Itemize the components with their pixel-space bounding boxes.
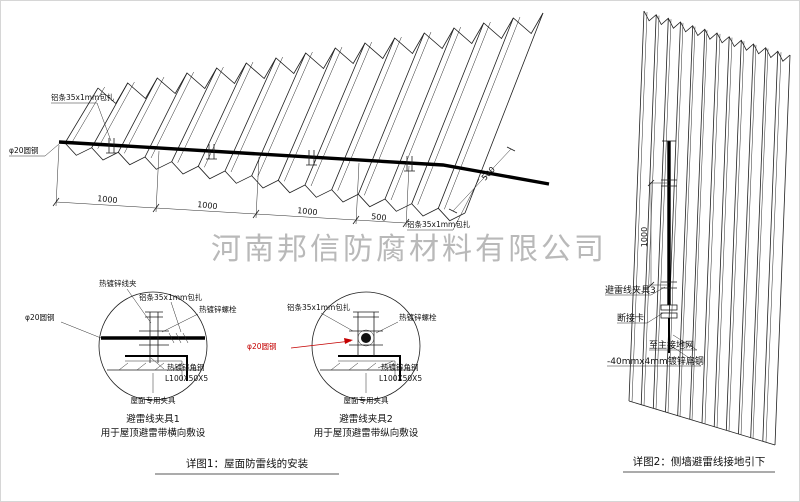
dim-1000-2: 1000	[197, 200, 218, 211]
wall-leaders	[605, 286, 702, 367]
caption-detail2: 详图2：侧墙避雷线接地引下	[633, 455, 766, 468]
dimension-extension-lines	[55, 144, 410, 228]
label-round-steel: φ20圆钢	[9, 145, 39, 155]
wall-dim-1000: 1000	[640, 227, 649, 247]
roof-front-profile-zigzag	[64, 142, 466, 222]
lightning-wire	[58, 140, 550, 186]
detail-2-circle	[311, 291, 421, 401]
detail2-wrap-ring	[357, 329, 375, 347]
dim-500-1: 500	[371, 212, 387, 223]
detail2-angle-steel	[338, 355, 401, 381]
label-aluminum-strip-top: 铝条35x1mm包扎	[51, 92, 115, 102]
detail1-subtitle: 用于屋顶避雷带横向敷设	[101, 427, 206, 439]
dimension-ticks	[52, 197, 410, 228]
dimension-line	[55, 201, 407, 224]
detail2-bolt-and-clamp	[349, 311, 383, 356]
label-disconnect-link: 断接卡	[617, 312, 644, 324]
label-galvanized-wire-clip: 热镀锌线夹	[99, 278, 137, 288]
label-galvanized-bolt-d1: 热镀锌螺栓	[199, 304, 237, 314]
detail2-title: 避雷线夹具2	[339, 413, 393, 425]
label-angle-steel-d1: 热镀锌角钢	[167, 362, 205, 372]
detail2-hatching	[330, 362, 395, 371]
label-round-steel-d1: φ20圆钢	[25, 312, 55, 322]
wall-bottom-edge	[628, 400, 776, 446]
label-roof-fixture-d2: 屋面专用夹具	[344, 395, 389, 405]
captions: 详图1：屋面防雷线的安装 详图2：侧墙避雷线接地引下	[155, 455, 775, 475]
label-aluminum-strip-d1: 铝条35x1mm包扎	[139, 292, 203, 302]
dim-1000-3: 1000	[297, 206, 318, 217]
roof-axonometric-view: 1000 1000 1000 500 500 铝条35x1mm包扎 φ20圆钢 …	[9, 12, 550, 231]
wall-corrugation-rib-pairs	[631, 11, 782, 443]
detail2-angle-steel-inner	[338, 360, 396, 381]
label-galvanized-bolt-d2: 热镀锌螺栓	[399, 312, 437, 322]
label-aluminum-strip-right: 铝条35x1mm包扎	[407, 219, 471, 229]
detail1-title: 避雷线夹具1	[126, 413, 180, 425]
leader-al-right	[407, 178, 480, 231]
detail2-leaders	[290, 312, 399, 393]
detail1-angle-steel-inner	[125, 360, 183, 381]
detail-circle-1: 热镀锌线夹 铝条35x1mm包扎 热镀锌螺栓 φ20圆钢 热镀锌角钢 L100X…	[25, 278, 237, 439]
label-roof-fixture-d1: 屋面专用夹具	[131, 395, 176, 405]
detail2-red-arrowhead	[344, 338, 353, 344]
caption-detail1: 详图1：屋面防雷线的安装	[186, 457, 309, 470]
roof-leader-lines	[9, 102, 480, 231]
leader-round-steel	[9, 143, 60, 157]
detail-1-circle	[98, 291, 208, 401]
detail1-hatching	[118, 362, 183, 371]
wall-dimension: 1000	[640, 179, 667, 289]
label-round-steel-d2-red: φ20圆钢	[247, 341, 277, 351]
label-aluminum-strip-d2: 铝条35x1mm包扎	[287, 302, 351, 312]
leader-al-top	[51, 102, 112, 142]
roof-corrugation-ridges	[64, 12, 544, 214]
company-watermark: 河南邦信防腐材料有限公司	[211, 232, 607, 267]
disconnect-plate-upper	[660, 304, 678, 311]
label-galvanized-flat-steel: -40mmx4mm镀锌扁钢	[607, 355, 704, 367]
wall-corrugation-ribs	[628, 10, 791, 446]
dimension-ticks-right	[448, 146, 516, 214]
roof-corrugation-rib-pairs	[70, 16, 521, 210]
side-wall-view: 1000 避雷线夹具3 断接卡 至主接地网 -40mmx4mm镀锌扁钢	[605, 10, 791, 446]
detail-circle-2: 铝条35x1mm包扎 热镀锌螺栓 φ20圆钢 热镀锌角钢 L100X50X5 屋…	[247, 291, 437, 439]
label-wall-clamp3: 避雷线夹具3	[605, 284, 656, 296]
wall-clamps	[661, 179, 677, 289]
detail1-angle-steel	[125, 355, 188, 381]
detail2-subtitle: 用于屋顶避雷带纵向敷设	[314, 427, 419, 439]
dim-1000-1: 1000	[97, 194, 118, 205]
label-angle-spec-d1: L100X50X5	[165, 374, 208, 383]
detail1-bolt-and-clamp	[139, 311, 169, 363]
detail1-aluminum-wrap-ticks	[168, 332, 189, 344]
detail2-red-leader	[290, 340, 352, 349]
roof-back-profile-zigzag	[97, 12, 544, 105]
label-angle-spec-d2: L100X50X5	[379, 374, 422, 383]
wire-clamps	[106, 138, 415, 172]
label-to-main-ground: 至主接地网	[649, 339, 694, 351]
dimension-line-right	[452, 148, 512, 212]
detail2-wire-cross-section	[361, 333, 371, 343]
label-angle-steel-d2: 热镀锌角钢	[381, 362, 419, 372]
detail1-leaders	[60, 288, 199, 393]
